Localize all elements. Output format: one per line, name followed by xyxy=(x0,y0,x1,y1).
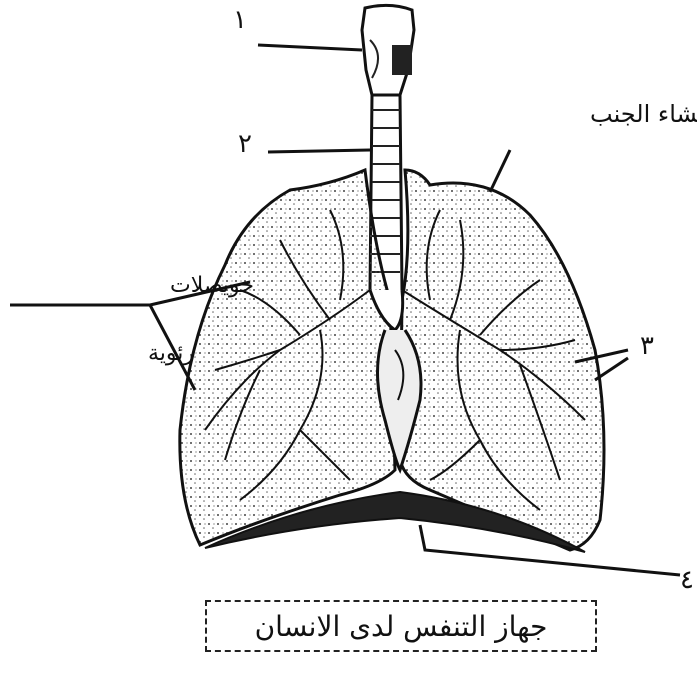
label-alveoli-line2: رئوية xyxy=(148,341,194,366)
diagram-caption: جهاز التنفس لدى الانسان xyxy=(205,600,597,652)
label-3: ٣ xyxy=(640,331,654,361)
label-2: ٢ xyxy=(238,129,252,159)
thyroid-cartilage xyxy=(392,45,412,75)
left-lung xyxy=(180,170,395,545)
leader-line-1 xyxy=(258,45,362,50)
label-1: ١ xyxy=(233,5,247,35)
leader-line-pleura xyxy=(490,150,510,192)
right-lung xyxy=(400,170,604,550)
larynx xyxy=(362,5,414,95)
leader-line-2 xyxy=(268,150,370,152)
label-pleura: غشاء الجنب xyxy=(590,100,697,128)
label-alveoli-line1: حويصلات xyxy=(170,273,254,298)
label-4: ٤ xyxy=(680,565,694,595)
leader-line-3b xyxy=(595,358,628,380)
